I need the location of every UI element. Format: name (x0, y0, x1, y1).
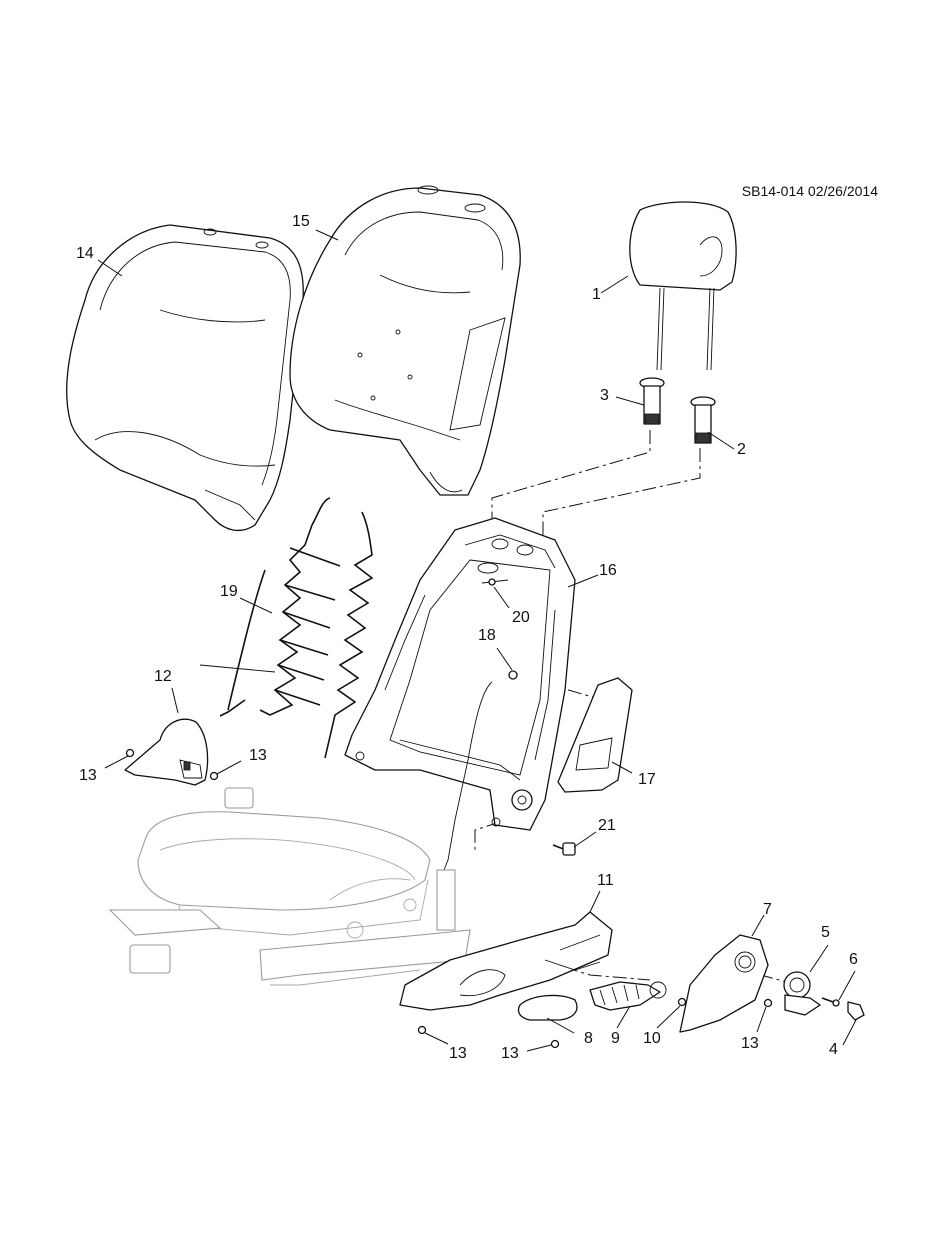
part-13-screw (417, 1025, 427, 1035)
callout-19: 19 (220, 583, 238, 600)
cable (439, 681, 493, 881)
part-1-headrest (629, 201, 737, 371)
callout-20: 20 (512, 609, 530, 626)
callout-13-left: 13 (79, 767, 97, 784)
callout-7: 7 (763, 901, 772, 918)
assembly-line (491, 430, 651, 522)
callout-1: 1 (592, 286, 601, 303)
part-12-trim-bracket (124, 718, 209, 786)
callout-13-shield: 13 (449, 1045, 467, 1062)
part-13-screw (550, 1039, 560, 1049)
part-10-screw (677, 997, 687, 1007)
part-5-recliner-handle (783, 971, 821, 1016)
part-3-headrest-guide (639, 377, 665, 425)
callout-11: 11 (597, 872, 614, 889)
part-15-seatback-pad (289, 185, 521, 496)
ghost-seat-cushion (108, 787, 471, 986)
part-8-lever-handle (517, 994, 578, 1021)
callout-18: 18 (478, 627, 496, 644)
callout-9: 9 (611, 1030, 620, 1047)
callout-10: 10 (643, 1030, 661, 1047)
document-id: SB14-014 02/26/2014 (741, 183, 878, 199)
part-16-seatback-frame (344, 517, 576, 831)
part-21-bolt (552, 842, 576, 856)
part-6-screw (821, 997, 840, 1007)
callout-2: 2 (737, 441, 746, 458)
callout-16: 16 (599, 562, 617, 579)
part-11-side-shield (399, 911, 613, 1011)
callout-8: 8 (584, 1030, 593, 1047)
callout-5: 5 (821, 924, 830, 941)
callout-12: 12 (154, 668, 172, 685)
callout-17: 17 (638, 771, 656, 788)
callout-4: 4 (829, 1041, 838, 1058)
callout-13-handle: 13 (501, 1045, 519, 1062)
part-2-headrest-guide (690, 396, 716, 444)
part-9-adjuster-switch (589, 981, 667, 1011)
assembly-line (539, 959, 651, 981)
part-19-suspension-mat (199, 497, 374, 759)
assembly-line (542, 448, 701, 548)
callout-21: 21 (598, 817, 616, 834)
part-7-recliner-cover (679, 934, 769, 1033)
callout-15: 15 (292, 213, 310, 230)
part-18-fastener (508, 670, 518, 680)
callout-13-cover: 13 (741, 1035, 759, 1052)
callout-6: 6 (849, 951, 858, 968)
leader-lines (97, 229, 857, 1052)
callout-13-bracket: 13 (249, 747, 267, 764)
part-17-side-airbag (557, 677, 633, 793)
part-4-knob (847, 1001, 865, 1021)
callout-3: 3 (600, 387, 609, 404)
part-13-screw (763, 998, 773, 1008)
part-14-seatback-cover (66, 224, 304, 532)
part-20-clip (481, 578, 509, 586)
callout-14: 14 (76, 245, 94, 262)
part-13-screw (209, 771, 219, 781)
assembly-line (474, 821, 501, 850)
part-13-screw (125, 748, 135, 758)
